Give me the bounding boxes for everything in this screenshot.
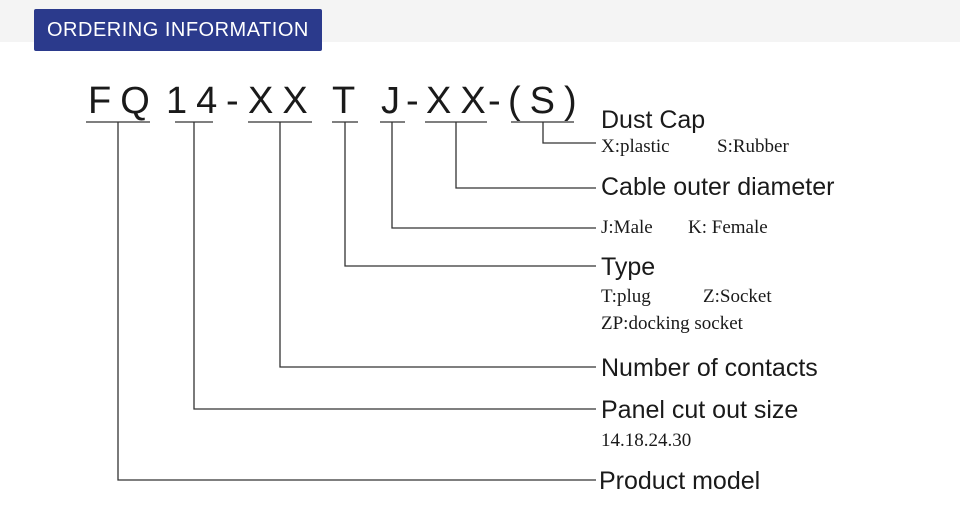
leader-dust-cap: [542, 122, 596, 144]
code-segment-dash: -: [488, 80, 510, 122]
label-cable-outer-diameter: Cable outer diameter: [601, 173, 835, 201]
option-female: K: Female: [688, 217, 768, 238]
leader-cable-diameter: [455, 122, 596, 189]
code-segment-14: 14: [166, 80, 227, 122]
leader-gender: [391, 122, 596, 229]
option-rubber: S:Rubber: [717, 136, 789, 157]
leader-contacts: [279, 122, 596, 368]
code-segment-t: T: [332, 80, 365, 122]
code-segment-dash: -: [226, 80, 248, 122]
label-product-model: Product model: [599, 467, 761, 495]
leader-product-model: [117, 122, 596, 481]
option-socket: Z:Socket: [703, 286, 772, 307]
code-segment-s: (S): [508, 80, 586, 122]
code-segment-dash: -: [406, 80, 428, 122]
code-segment-xx: XX: [426, 80, 495, 122]
panel-cut-values: 14.18.24.30: [601, 430, 692, 451]
leader-panel-cut: [193, 122, 596, 410]
option-male: J:Male: [601, 217, 653, 238]
code-segment-fq: FQ: [88, 80, 159, 122]
section-title-badge: ORDERING INFORMATION: [34, 9, 322, 51]
label-panel-cut-out-size: Panel cut out size: [601, 396, 799, 424]
leader-type: [344, 122, 596, 267]
option-docking-socket: ZP:docking socket: [601, 313, 743, 334]
option-plug: T:plug: [601, 286, 651, 307]
label-number-of-contacts: Number of contacts: [601, 354, 818, 382]
label-dust-cap: Dust Cap: [601, 106, 706, 134]
label-type: Type: [601, 253, 656, 281]
code-segment-xx: XX: [248, 80, 317, 122]
option-plastic: X:plastic: [601, 136, 670, 157]
code-segment-j: J: [381, 80, 409, 122]
